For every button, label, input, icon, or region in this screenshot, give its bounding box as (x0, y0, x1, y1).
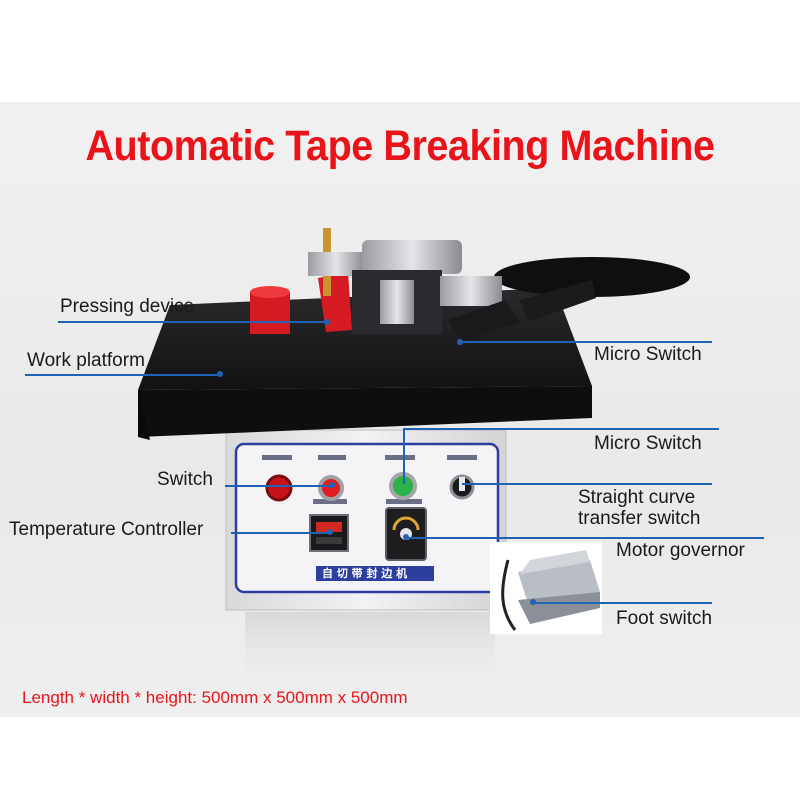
governor-dial-scale (392, 516, 420, 531)
foot-switch-pedal (518, 560, 600, 610)
leader-switch (225, 485, 332, 487)
leader-foot-switch (532, 602, 712, 604)
leader-micro-switch-1 (460, 341, 712, 343)
leader-micro-switch-2-drop (403, 428, 405, 484)
leader-dot-switch (329, 482, 335, 488)
nameplate-text: 自 切 带 封 边 机 (322, 566, 407, 580)
leader-work-platform (25, 374, 221, 376)
leader-motor-governor (406, 537, 764, 539)
label-work-platform: Work platform (27, 350, 145, 371)
leader-dot-micro-switch-1 (457, 339, 463, 345)
leader-dot-temperature-controller (327, 529, 333, 535)
leader-dot-foot-switch (530, 599, 536, 605)
power-switch-button (318, 475, 344, 501)
pressing-device-roller (250, 292, 290, 334)
control-panel (234, 442, 500, 594)
label-straight-curve-line2: transfer switch (578, 508, 701, 529)
label-straight-curve-transfer-switch: Straight curve transfer switch (578, 487, 700, 529)
label-straight-curve-line1: Straight curve (578, 487, 696, 508)
label-pressing-device: Pressing device (60, 296, 195, 317)
temp-display (316, 522, 342, 532)
label-foot-switch: Foot switch (616, 608, 713, 629)
label-temperature-controller: Temperature Controller (9, 519, 204, 540)
leader-micro-switch-2 (403, 428, 719, 430)
starting-motor-caption (385, 455, 415, 460)
page-title: Automatic Tape Breaking Machine (85, 122, 715, 170)
machine-nameplate (316, 566, 434, 581)
temp-buttons (316, 537, 342, 544)
leader-pressing-device (58, 321, 326, 323)
label-motor-governor: Motor governor (616, 540, 745, 561)
straight-curve-caption (447, 455, 477, 460)
power-indicator-caption (262, 455, 292, 460)
power-supply-caption (318, 455, 346, 460)
tape-reel-disc (494, 257, 690, 297)
work-platform-edge (138, 386, 592, 437)
floor-reflection (245, 612, 495, 692)
label-switch: Switch (157, 469, 213, 490)
temp-controller-caption (313, 499, 347, 504)
dimensions-text: Length * width * height: 500mm x 500mm x… (22, 688, 408, 707)
leader-dot-motor-governor (403, 534, 409, 540)
leader-dot-pressing-device (324, 319, 330, 325)
power-indicator-light (265, 474, 293, 502)
speed-controller-caption (386, 499, 422, 504)
micro-switch-housing (440, 276, 502, 306)
leader-straight-curve (462, 483, 712, 485)
leader-dot-work-platform (217, 371, 223, 377)
label-micro-switch-2: Micro Switch (594, 433, 702, 454)
foot-switch-cable (501, 559, 517, 631)
reel-arm (520, 280, 596, 322)
glue-unit-cover (362, 240, 462, 274)
label-micro-switch-1: Micro Switch (594, 344, 702, 365)
leader-temperature-controller (231, 532, 331, 534)
